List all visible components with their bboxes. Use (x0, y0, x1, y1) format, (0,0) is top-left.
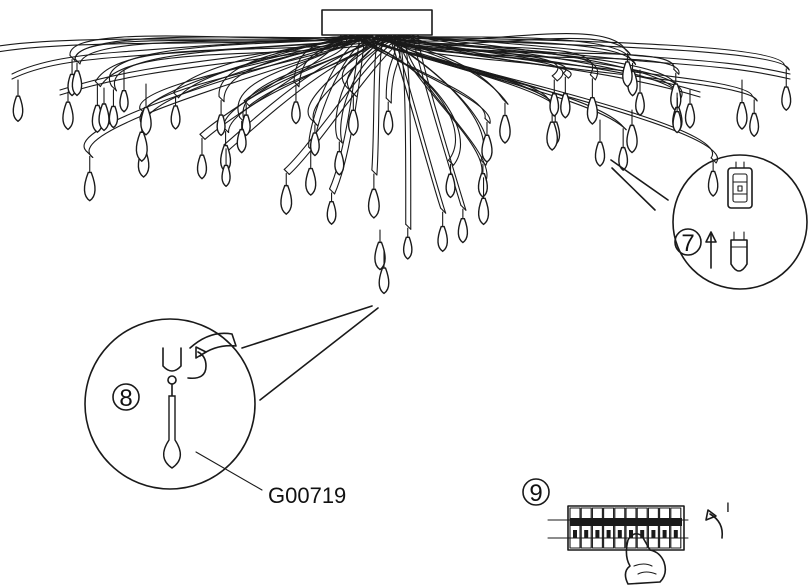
crystal-drop (383, 101, 394, 136)
crystal-drop (736, 79, 748, 130)
crystal-drop (635, 69, 645, 117)
crystal-drop (140, 83, 152, 136)
crystal-drop (457, 208, 469, 244)
step8-number: 8 (119, 385, 132, 412)
crystal-drop (305, 150, 317, 196)
crystal-drop (445, 163, 456, 199)
crystal-drop (477, 177, 490, 226)
step8-number-circle (112, 383, 140, 411)
step9-block: 9 I (522, 478, 730, 585)
crystal-drop (499, 102, 511, 144)
crystal-drop (481, 121, 493, 163)
crystal-drop (119, 69, 129, 113)
step9-number: 9 (529, 480, 542, 507)
step8-detail-circle (84, 318, 256, 490)
crystal-drop (402, 227, 413, 260)
crystal-drop (98, 87, 110, 132)
crystal-drop (781, 68, 792, 112)
crystal-drop (549, 79, 560, 117)
crystal-drop (280, 172, 293, 216)
bulb-insert-icon (730, 231, 748, 272)
crystal-drop (560, 76, 571, 119)
crystal-drop (170, 96, 181, 130)
part-code-leader (195, 451, 263, 491)
step7-number-circle (674, 228, 702, 256)
crystal-drop (216, 100, 226, 137)
crystal-drop (477, 163, 488, 198)
crystal-drop (707, 161, 719, 197)
crystal-drop (83, 155, 96, 202)
crystal-drop (71, 62, 83, 97)
crystal-drop (62, 91, 74, 131)
crystal-drop (378, 249, 390, 295)
crystal-drop (622, 53, 633, 88)
step8-callout: 8 G00719 (84, 305, 379, 508)
crystal-drop (241, 104, 251, 137)
crystal-drop (626, 109, 638, 154)
step7-detail-circle (672, 154, 808, 290)
crystal-drops (12, 53, 792, 295)
hook-rotate-icon (162, 346, 207, 385)
crystal-drop (108, 89, 119, 129)
arrow-up-icon (705, 231, 717, 269)
crystal-drop (291, 85, 301, 125)
crystal-drop (221, 148, 231, 188)
crystal-drop (367, 173, 380, 219)
switch-on-mark: I (726, 499, 730, 515)
crystal-drop (618, 128, 629, 172)
crystal-drop (586, 78, 598, 125)
crystal-drop (236, 120, 247, 154)
crystal-drop (437, 211, 449, 253)
step9-number-circle (522, 478, 550, 506)
crystal-drop (749, 99, 760, 138)
crystal-drop (546, 107, 559, 151)
crystal-drop (684, 89, 696, 129)
step7-number: 7 (681, 230, 694, 257)
step7-callout: 7 (610, 154, 808, 290)
crystal-drop (347, 94, 359, 137)
circuit-breaker-icon (547, 505, 689, 551)
chandelier-branches (0, 33, 791, 230)
hand-icon (624, 532, 667, 585)
crystal-drop (594, 119, 606, 167)
curved-arrow-icon (705, 509, 724, 539)
crystal-drop (670, 72, 682, 112)
g9-bulb-icon (727, 161, 753, 209)
crystal-drop (196, 137, 208, 180)
crystal-drop-icon (163, 383, 181, 469)
crystal-drop (334, 141, 345, 176)
crystal-drop (309, 124, 320, 157)
crystal-drop (326, 192, 337, 226)
ceiling-canopy (321, 9, 433, 36)
crystal-drop (672, 92, 682, 134)
crystal-drop (12, 79, 24, 123)
part-code-label: G00719 (268, 483, 346, 508)
